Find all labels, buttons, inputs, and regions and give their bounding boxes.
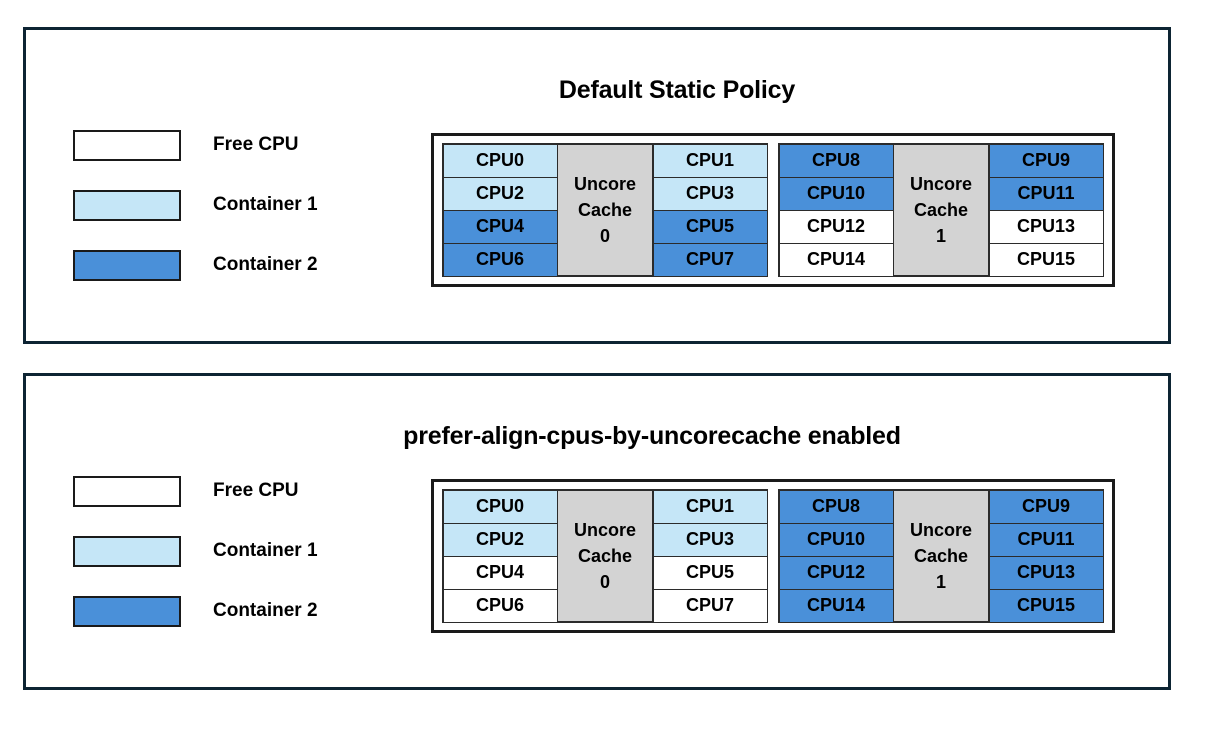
page-title: Default Static Policy bbox=[558, 76, 796, 104]
legend-item-container-1: Container 1 bbox=[73, 521, 318, 581]
legend-item-free-cpu: Free CPU bbox=[73, 461, 318, 521]
panel-prefer-align-cpus-by-uncorecache-enabled: prefer-align-cpus-by-uncorecache enabled… bbox=[23, 373, 1171, 690]
cpu-cell: CPU14 bbox=[778, 588, 894, 623]
legend-item-container-2: Container 2 bbox=[73, 235, 318, 295]
legend-item-container-2: Container 2 bbox=[73, 581, 318, 641]
cpu-cell: CPU0 bbox=[442, 143, 558, 178]
legend-label-container-1: Container 1 bbox=[213, 540, 318, 561]
cpu-cell: CPU15 bbox=[988, 588, 1104, 623]
cpu-column-left: CPU0 CPU2 CPU4 CPU6 bbox=[442, 489, 558, 623]
cache-group-1: CPU8 CPU10 CPU12 CPU14 Uncore Cache 1 CP… bbox=[778, 143, 1104, 277]
legend: Free CPU Container 1 Container 2 bbox=[73, 115, 318, 295]
legend-swatch-container-2 bbox=[73, 595, 181, 627]
cpu-column-left: CPU0 CPU2 CPU4 CPU6 bbox=[442, 143, 558, 277]
uncore-cache-label-line2: Cache bbox=[577, 545, 633, 566]
legend-swatch-container-1 bbox=[73, 189, 181, 221]
cpu-column-right: CPU9 CPU11 CPU13 CPU15 bbox=[988, 143, 1104, 277]
cpu-cell: CPU6 bbox=[442, 242, 558, 277]
uncore-cache-label-line1: Uncore bbox=[573, 173, 636, 194]
cache-group-1: CPU8 CPU10 CPU12 CPU14 Uncore Cache 1 CP… bbox=[778, 489, 1104, 623]
legend-label-free-cpu: Free CPU bbox=[213, 134, 299, 155]
cpu-cell: CPU7 bbox=[652, 242, 768, 277]
legend-swatch-free-cpu bbox=[73, 129, 181, 161]
legend-label-container-2: Container 2 bbox=[213, 600, 318, 621]
legend-item-container-1: Container 1 bbox=[73, 175, 318, 235]
cpu-cell: CPU3 bbox=[652, 176, 768, 211]
uncore-cache-label-line1: Uncore bbox=[573, 519, 636, 540]
legend-label-free-cpu: Free CPU bbox=[213, 480, 299, 501]
cpu-cell: CPU2 bbox=[442, 522, 558, 557]
cpu-cell: CPU2 bbox=[442, 176, 558, 211]
cpu-cell: CPU10 bbox=[778, 176, 894, 211]
uncore-cache-label-line3: 0 bbox=[599, 226, 610, 247]
cpu-cell: CPU15 bbox=[988, 242, 1104, 277]
panel-default-static-policy: Default Static Policy Free CPU Container… bbox=[23, 27, 1171, 344]
cpu-cell: CPU14 bbox=[778, 242, 894, 277]
cpu-column-left: CPU8 CPU10 CPU12 CPU14 bbox=[778, 489, 894, 623]
cpu-cell: CPU8 bbox=[778, 143, 894, 178]
cpu-cell: CPU8 bbox=[778, 489, 894, 524]
cpu-cell: CPU11 bbox=[988, 176, 1104, 211]
uncore-cache-box-1: Uncore Cache 1 bbox=[893, 490, 989, 622]
cpu-cell: CPU10 bbox=[778, 522, 894, 557]
cpu-cell: CPU9 bbox=[988, 489, 1104, 524]
cpu-cell: CPU12 bbox=[778, 555, 894, 590]
uncore-cache-label-line2: Cache bbox=[913, 199, 969, 220]
cpu-cell: CPU12 bbox=[778, 209, 894, 244]
cpu-cell: CPU5 bbox=[652, 209, 768, 244]
cpu-cell: CPU9 bbox=[988, 143, 1104, 178]
legend: Free CPU Container 1 Container 2 bbox=[73, 461, 318, 641]
uncore-cache-label-line1: Uncore bbox=[909, 173, 972, 194]
uncore-cache-label-line3: 1 bbox=[935, 226, 946, 247]
legend-label-container-2: Container 2 bbox=[213, 254, 318, 275]
cpu-column-right: CPU1 CPU3 CPU5 CPU7 bbox=[652, 489, 768, 623]
uncore-cache-label-line2: Cache bbox=[913, 545, 969, 566]
cpu-cell: CPU5 bbox=[652, 555, 768, 590]
cache-group-0: CPU0 CPU2 CPU4 CPU6 Uncore Cache 0 CPU1 … bbox=[442, 489, 768, 623]
cpu-cell: CPU6 bbox=[442, 588, 558, 623]
cpu-cell: CPU13 bbox=[988, 209, 1104, 244]
cpu-cell: CPU4 bbox=[442, 209, 558, 244]
uncore-cache-box-1: Uncore Cache 1 bbox=[893, 144, 989, 276]
uncore-cache-box-0: Uncore Cache 0 bbox=[557, 144, 653, 276]
cpu-cell: CPU13 bbox=[988, 555, 1104, 590]
cpu-cell: CPU0 bbox=[442, 489, 558, 524]
cpu-topology-diagram: CPU0 CPU2 CPU4 CPU6 Uncore Cache 0 CPU1 … bbox=[431, 133, 1115, 287]
cpu-column-left: CPU8 CPU10 CPU12 CPU14 bbox=[778, 143, 894, 277]
legend-swatch-free-cpu bbox=[73, 475, 181, 507]
cpu-cell: CPU4 bbox=[442, 555, 558, 590]
legend-item-free-cpu: Free CPU bbox=[73, 115, 318, 175]
cpu-cell: CPU1 bbox=[652, 143, 768, 178]
legend-label-container-1: Container 1 bbox=[213, 194, 318, 215]
cpu-column-right: CPU1 CPU3 CPU5 CPU7 bbox=[652, 143, 768, 277]
cpu-column-right: CPU9 CPU11 CPU13 CPU15 bbox=[988, 489, 1104, 623]
cache-group-0: CPU0 CPU2 CPU4 CPU6 Uncore Cache 0 CPU1 … bbox=[442, 143, 768, 277]
cpu-cell: CPU3 bbox=[652, 522, 768, 557]
legend-swatch-container-2 bbox=[73, 249, 181, 281]
uncore-cache-label-line2: Cache bbox=[577, 199, 633, 220]
uncore-cache-label-line1: Uncore bbox=[909, 519, 972, 540]
page-title: prefer-align-cpus-by-uncorecache enabled bbox=[403, 422, 901, 450]
cpu-cell: CPU11 bbox=[988, 522, 1104, 557]
legend-swatch-container-1 bbox=[73, 535, 181, 567]
uncore-cache-label-line3: 1 bbox=[935, 572, 946, 593]
uncore-cache-label-line3: 0 bbox=[599, 572, 610, 593]
uncore-cache-box-0: Uncore Cache 0 bbox=[557, 490, 653, 622]
cpu-cell: CPU1 bbox=[652, 489, 768, 524]
cpu-topology-diagram: CPU0 CPU2 CPU4 CPU6 Uncore Cache 0 CPU1 … bbox=[431, 479, 1115, 633]
cpu-cell: CPU7 bbox=[652, 588, 768, 623]
